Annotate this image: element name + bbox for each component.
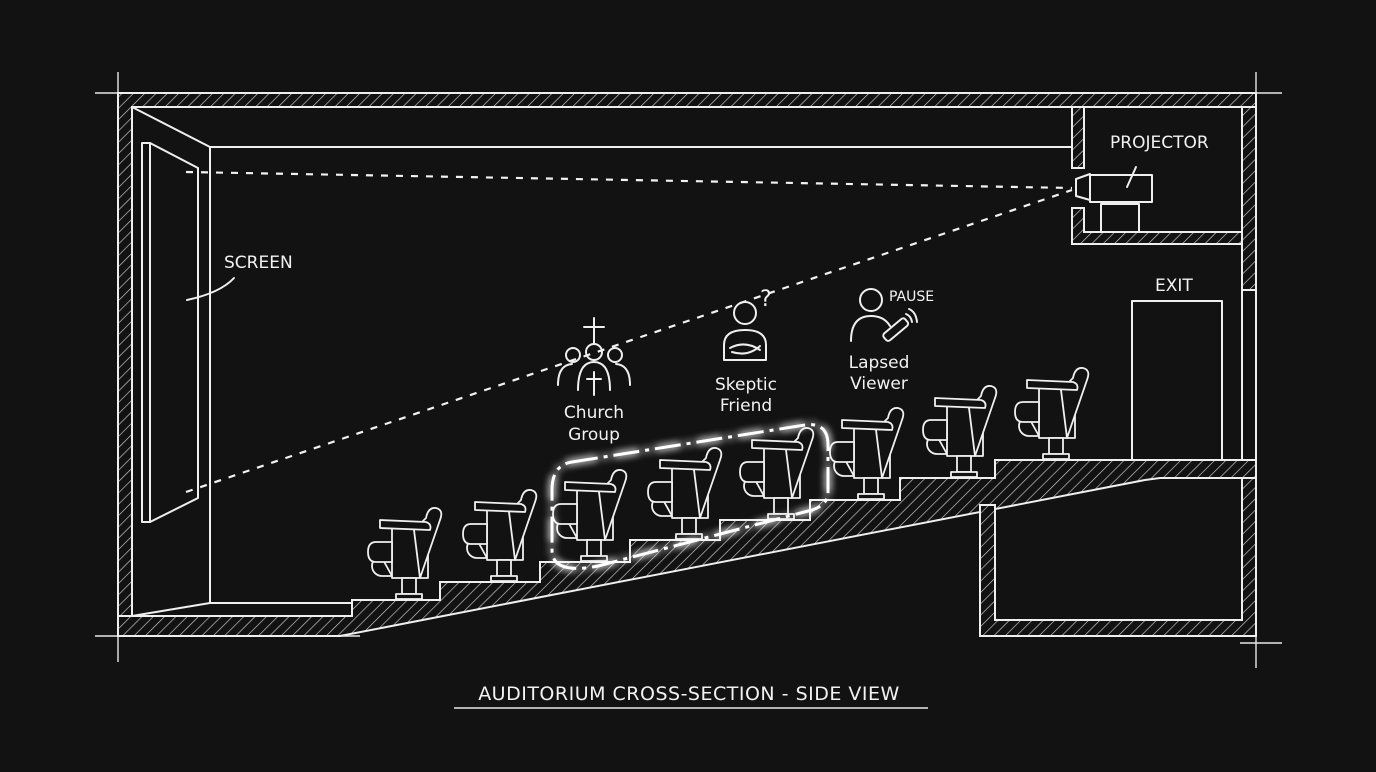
seat-row-2	[462, 489, 538, 582]
church-group-icon	[557, 317, 631, 396]
guide-lines	[95, 72, 1282, 668]
lapsed-viewer-label-2: Viewer	[850, 374, 908, 394]
exit-door: EXIT	[1131, 276, 1223, 461]
screen: SCREEN	[131, 106, 1073, 617]
seat-row-6	[829, 407, 905, 500]
seat-row-3	[552, 469, 628, 562]
church-group-label-2: Group	[568, 425, 620, 445]
screen-label: SCREEN	[224, 253, 293, 273]
outer-walls	[117, 92, 1257, 637]
skeptic-friend-label-1: Skeptic	[715, 375, 777, 395]
seat-row-7	[922, 385, 998, 478]
lapsed-viewer-icon	[850, 288, 918, 342]
seat-row-1	[367, 507, 443, 600]
lapsed-viewer-label-1: Lapsed	[849, 353, 910, 373]
diagram-title: AUDITORIUM CROSS-SECTION - SIDE VIEW	[478, 683, 900, 705]
church-group-label-1: Church	[564, 403, 624, 423]
exit-label: EXIT	[1155, 276, 1193, 296]
highlighted-rows-outline	[550, 423, 830, 570]
skeptic-friend-icon	[723, 301, 767, 361]
skeptic-friend-label-2: Friend	[720, 396, 772, 416]
seat-row-8	[1014, 367, 1090, 460]
seat-row-4	[647, 447, 723, 540]
question-mark: ?	[760, 287, 772, 312]
seat-row-5	[739, 427, 815, 520]
projection-beam	[185, 170, 1073, 494]
projector: PROJECTOR	[1075, 133, 1209, 233]
projector-label: PROJECTOR	[1110, 133, 1209, 153]
pause-badge: PAUSE	[889, 289, 934, 305]
